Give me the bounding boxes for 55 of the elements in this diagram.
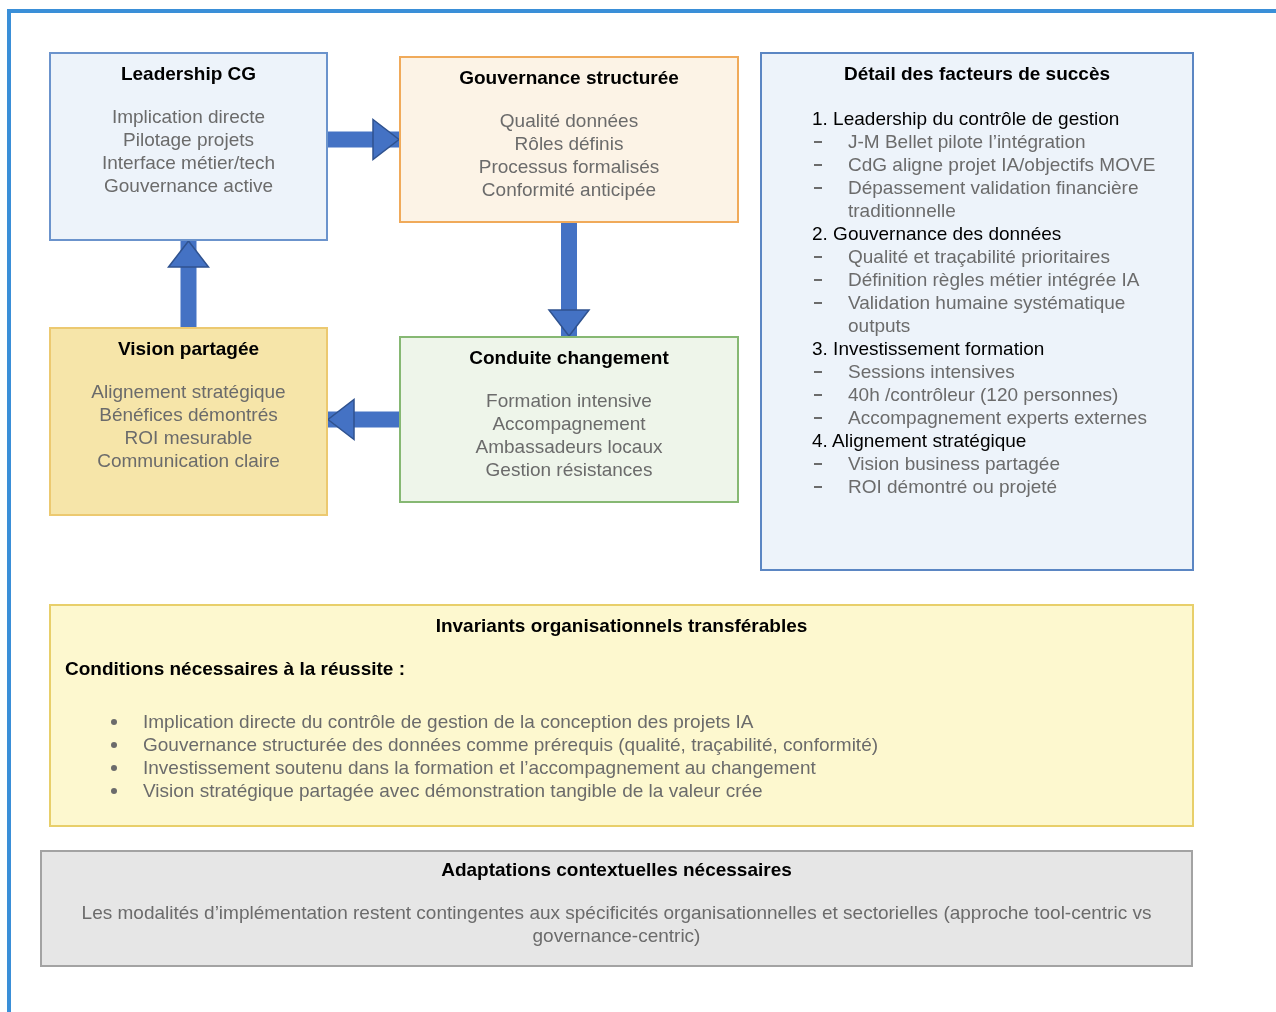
sub-item: Définition règles métier intégrée IA — [848, 269, 1140, 290]
box-item: Pilotage projets — [122, 128, 255, 151]
sub-item: CdG aligne projet IA/objectifs MOVE — [848, 154, 1156, 175]
panel-subtitle: Conditions nécessaires à la réussite : — [65, 657, 407, 680]
bullet-item: Investissement soutenu dans la formation et l’accompagnement au changement — [143, 757, 816, 778]
numbered-item: 3. Investissement formation — [812, 338, 1045, 359]
box-title: Vision partagée — [116, 337, 261, 360]
process-box — [49, 327, 328, 516]
block-arrow — [327, 398, 399, 441]
sub-item: J-M Bellet pilote l’intégration — [848, 131, 1086, 152]
box-item: Formation intensive — [485, 389, 653, 412]
box-item: Rôles définis — [513, 132, 625, 155]
note-text: Les modalités d’implémentation restent contingentes aux spécificités organisationnelles et sectorielles (approche tool-centric vs governance-centric) — [80, 901, 1153, 947]
sub-item: Dépassement validation financière traditionnelle — [848, 177, 1139, 221]
box-item: Gestion résistances — [484, 458, 654, 481]
box-item: Accompagnement — [491, 412, 647, 435]
panel-title: Adaptations contextuelles nécessaires — [440, 858, 793, 881]
conditions-panel — [49, 604, 1194, 827]
box-item: Implication directe — [110, 105, 267, 128]
box-item: Ambassadeurs locaux — [474, 435, 664, 458]
box-item: ROI mesurable — [123, 426, 254, 449]
detail-panel — [760, 52, 1194, 571]
block-arrow — [548, 223, 590, 337]
bullet-item: Implication directe du contrôle de gestion de la conception des projets IA — [143, 711, 754, 732]
numbered-item: 4. Alignement stratégique — [812, 430, 1027, 451]
box-title: Gouvernance structurée — [458, 66, 680, 89]
bullet-item: Gouvernance structurée des données comme prérequis (qualité, traçabilité, conformité) — [143, 734, 879, 755]
panel-title: Invariants organisationnels transférables — [434, 614, 809, 637]
box-title: Conduite changement — [468, 346, 670, 369]
box-item: Qualité données — [498, 109, 640, 132]
box-item: Communication claire — [96, 449, 281, 472]
numbered-item: 1. Leadership du contrôle de gestion — [812, 108, 1120, 129]
process-box — [49, 52, 328, 241]
sub-item: Sessions intensives — [848, 361, 1015, 382]
numbered-item: 2. Gouvernance des données — [812, 223, 1062, 244]
box-item: Processus formalisés — [477, 155, 661, 178]
box-title: Leadership CG — [119, 62, 258, 85]
sub-item: Validation humaine systématique outputs — [848, 292, 1126, 336]
sub-item: Qualité et traçabilité prioritaires — [848, 246, 1110, 267]
sub-item: Vision business partagée — [848, 453, 1060, 474]
block-arrow — [167, 240, 210, 327]
block-arrow — [328, 118, 400, 161]
bullet-item: Vision stratégique partagée avec démonstration tangible de la valeur crée — [143, 780, 763, 801]
box-item: Interface métier/tech — [100, 151, 277, 174]
sub-item: Accompagnement experts externes — [848, 407, 1147, 428]
note-panel — [40, 850, 1193, 967]
box-item: Conformité anticipée — [480, 178, 658, 201]
process-box — [399, 56, 739, 223]
box-item: Bénéfices démontrés — [98, 403, 279, 426]
box-item: Alignement stratégique — [90, 380, 287, 403]
panel-title: Détail des facteurs de succès — [842, 62, 1112, 85]
box-item: Gouvernance active — [103, 174, 274, 197]
sub-item: 40h /contrôleur (120 personnes) — [848, 384, 1119, 405]
process-box — [399, 336, 739, 503]
sub-item: ROI démontré ou projeté — [848, 476, 1058, 497]
